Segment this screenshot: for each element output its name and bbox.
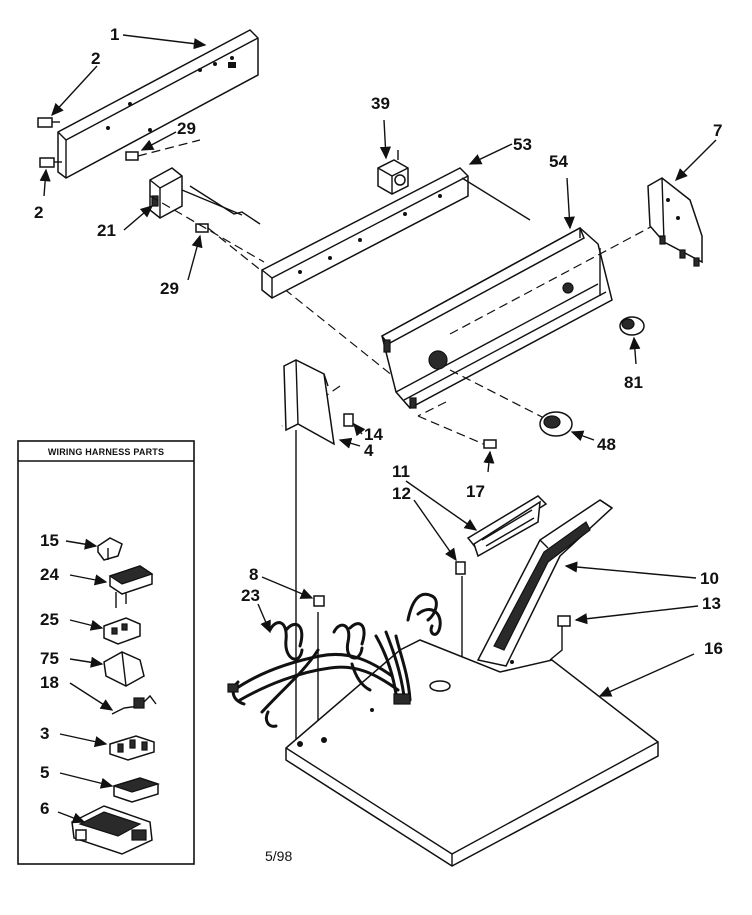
callout-10: 10 bbox=[700, 569, 719, 588]
component-part-39 bbox=[377, 150, 409, 195]
callout-16: 16 bbox=[704, 639, 723, 658]
callout-13: 13 bbox=[702, 594, 721, 613]
console-bracket-part-53 bbox=[261, 167, 531, 299]
knob-part-48 bbox=[539, 411, 573, 437]
switch-part-21 bbox=[149, 167, 261, 225]
lint-screen-part-11 bbox=[466, 495, 548, 558]
cover-plate-part-4 bbox=[283, 359, 335, 446]
inset-callout-3: 3 bbox=[40, 724, 49, 743]
wiring-harness-parts-inset: WIRING HARNESS PARTS 15 24 25 75 18 bbox=[17, 440, 195, 865]
screw-part-14 bbox=[343, 413, 354, 427]
date-code: 5/98 bbox=[265, 848, 292, 864]
callout-17: 17 bbox=[466, 482, 485, 501]
inset-callout-24: 24 bbox=[40, 565, 59, 584]
callout-29-upper: 29 bbox=[177, 119, 196, 138]
connector-part-8 bbox=[313, 595, 325, 607]
screw-part-17 bbox=[483, 439, 497, 449]
callout-2-upper: 2 bbox=[91, 49, 100, 68]
callout-23: 23 bbox=[241, 586, 260, 605]
inset-callout-25: 25 bbox=[40, 610, 59, 629]
callout-11: 11 bbox=[392, 462, 410, 481]
base-plate-part-16 bbox=[285, 639, 659, 867]
callout-21: 21 bbox=[97, 221, 116, 240]
screw-part-2-lower bbox=[39, 157, 62, 168]
inset-callout-18: 18 bbox=[40, 673, 59, 692]
inset-callout-75: 75 bbox=[40, 649, 59, 668]
callout-48: 48 bbox=[597, 435, 616, 454]
callout-8: 8 bbox=[249, 565, 258, 584]
callout-2-lower: 2 bbox=[34, 203, 43, 222]
screw-part-2-upper bbox=[37, 117, 60, 128]
callout-4: 4 bbox=[364, 441, 374, 460]
callout-12: 12 bbox=[392, 484, 411, 503]
screw-part-29-lower bbox=[195, 223, 409, 389]
screw-part-13 bbox=[549, 615, 571, 661]
knob-part-81 bbox=[619, 316, 645, 336]
callout-81: 81 bbox=[624, 373, 643, 392]
control-panel-part-1 bbox=[57, 29, 259, 179]
end-cap-part-7 bbox=[647, 177, 703, 267]
callout-29-lower: 29 bbox=[160, 279, 179, 298]
clip-part-12 bbox=[455, 561, 466, 575]
callout-53: 53 bbox=[513, 135, 532, 154]
control-console-part-54 bbox=[380, 226, 613, 409]
callout-1: 1 bbox=[110, 25, 119, 44]
inset-callout-5: 5 bbox=[40, 763, 49, 782]
wiring-harness-part-23 bbox=[227, 592, 442, 728]
inset-title: WIRING HARNESS PARTS bbox=[48, 447, 164, 457]
callout-39: 39 bbox=[371, 94, 390, 113]
screw-part-29-upper bbox=[125, 139, 201, 161]
callout-7: 7 bbox=[713, 121, 722, 140]
callout-54: 54 bbox=[549, 152, 568, 171]
inset-callout-15: 15 bbox=[40, 531, 59, 550]
inset-callout-6: 6 bbox=[40, 799, 49, 818]
callout-14: 14 bbox=[364, 425, 383, 444]
